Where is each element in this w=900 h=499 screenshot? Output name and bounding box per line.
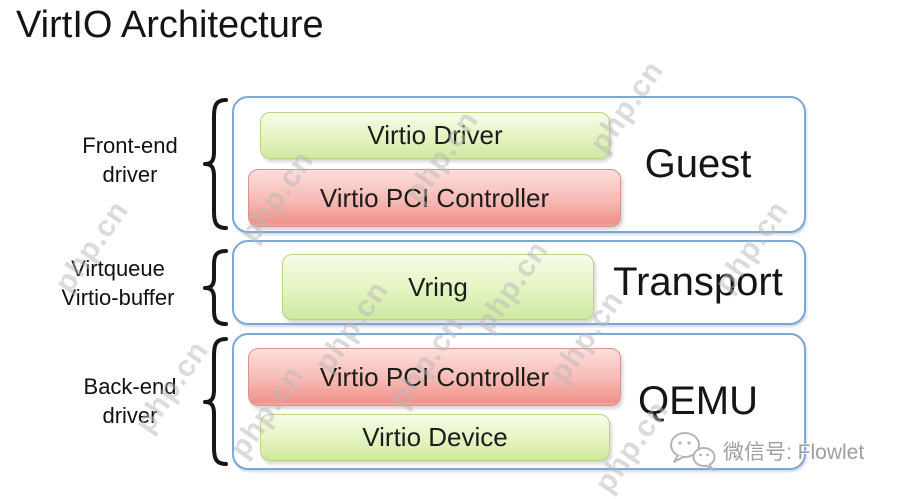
page-title: VirtIO Architecture <box>16 4 324 46</box>
virtio-driver-block: Virtio Driver <box>260 112 610 159</box>
back-end-driver-label: Back-end driver <box>55 372 205 430</box>
curly-brace-guest <box>203 98 228 230</box>
virtio-pci-controller-block-qemu: Virtio PCI Controller <box>248 348 621 406</box>
virtio-pci-controller-block-guest: Virtio PCI Controller <box>248 169 621 227</box>
qemu-container: Virtio PCI Controller Virtio Device QEMU <box>232 333 806 470</box>
virtio-driver-label: Virtio Driver <box>367 120 503 150</box>
qemu-label: QEMU <box>638 379 758 423</box>
virtio-pci-controller-label: Virtio PCI Controller <box>319 361 550 392</box>
curly-brace-qemu <box>203 337 228 466</box>
transport-label: Transport <box>613 260 783 304</box>
wechat-id-label: 微信号: Flowlet <box>723 441 865 464</box>
front-end-driver-label-line2: driver <box>102 162 158 187</box>
wechat-icon <box>670 432 716 471</box>
virtio-pci-controller-label: Virtio PCI Controller <box>319 182 550 213</box>
virtqueue-buffer-label: Virtqueue Virtio-buffer <box>26 254 210 312</box>
virtqueue-label-line2: Virtio-buffer <box>61 285 175 310</box>
back-end-driver-label-line1: Back-end <box>83 374 177 399</box>
virtio-device-block: Virtio Device <box>260 414 610 461</box>
guest-label: Guest <box>644 142 752 186</box>
transport-container: Vring Transport <box>232 240 806 325</box>
back-end-driver-label-line2: driver <box>102 403 158 428</box>
guest-container: Virtio Driver Virtio PCI Controller Gues… <box>232 96 806 233</box>
wechat-watermark: 微信号: Flowlet <box>668 430 864 472</box>
curly-brace-transport <box>203 249 228 326</box>
vring-block: Vring <box>282 254 594 320</box>
front-end-driver-label-line1: Front-end <box>82 133 178 158</box>
virtqueue-label-line1: Virtqueue <box>71 256 165 281</box>
vring-label: Vring <box>408 271 468 302</box>
virtio-device-label: Virtio Device <box>362 422 508 452</box>
front-end-driver-label: Front-end driver <box>55 131 205 189</box>
